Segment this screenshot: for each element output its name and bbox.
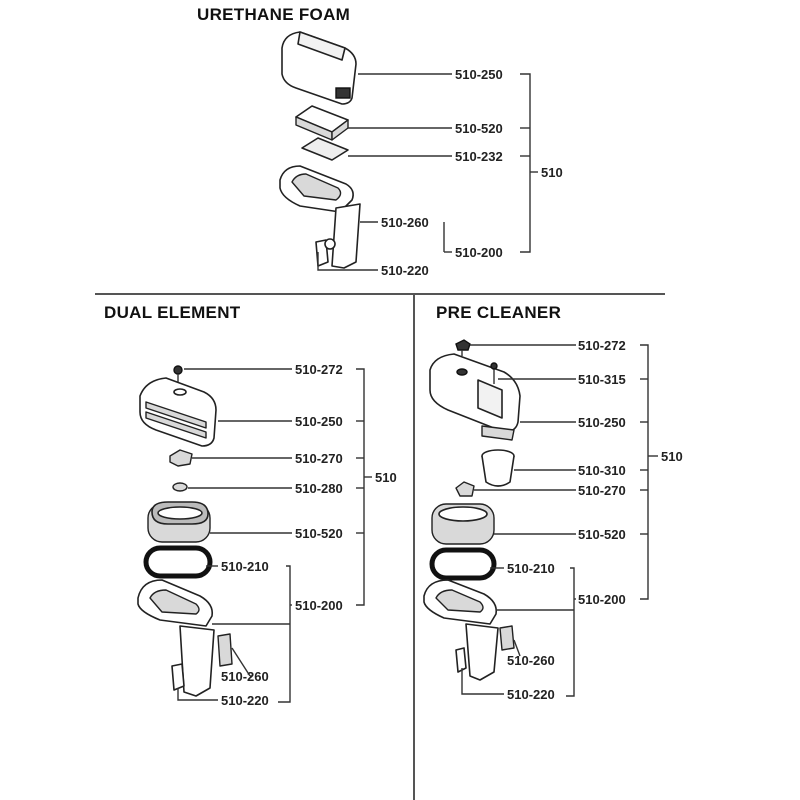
label-510-220: 510-220 — [221, 693, 269, 708]
part-seal-ring-pre — [429, 547, 497, 581]
label-510-260: 510-260 — [381, 215, 429, 230]
part-screw-pre — [455, 339, 471, 356]
part-base-dual — [137, 579, 233, 697]
label-510-200: 510-200 — [578, 592, 626, 607]
part-cover-pre — [429, 353, 521, 441]
part-paper-element-dual — [147, 501, 211, 543]
label-510-250: 510-250 — [455, 67, 503, 82]
label-510-250: 510-250 — [295, 414, 343, 429]
label-group-510: 510 — [375, 470, 397, 485]
label-510-220: 510-220 — [507, 687, 555, 702]
section-urethane-foam: URETHANE FOAM — [197, 5, 563, 278]
part-cup-pre — [481, 449, 515, 487]
section-title-urethane: URETHANE FOAM — [197, 5, 350, 24]
part-nut-pre — [455, 481, 475, 497]
label-510-220: 510-220 — [381, 263, 429, 278]
label-510-260: 510-260 — [507, 653, 555, 668]
part-base-pre — [423, 579, 515, 681]
label-510-520: 510-520 — [578, 527, 626, 542]
label-510-520: 510-520 — [295, 526, 343, 541]
section-title-dual: DUAL ELEMENT — [104, 303, 241, 322]
section-pre-cleaner: PRE CLEANER — [423, 303, 683, 702]
label-510-272: 510-272 — [578, 338, 626, 353]
label-510-210: 510-210 — [221, 559, 269, 574]
label-510-200: 510-200 — [295, 598, 343, 613]
part-gasket — [301, 137, 349, 161]
part-foam-element — [295, 105, 349, 141]
label-510-270: 510-270 — [295, 451, 343, 466]
section-title-pre: PRE CLEANER — [436, 303, 561, 322]
label-510-210: 510-210 — [507, 561, 555, 576]
label-510-250: 510-250 — [578, 415, 626, 430]
part-paper-element-pre — [431, 503, 495, 545]
part-base-urethane — [279, 165, 361, 269]
section-dual-element: DUAL ELEMENT — [104, 303, 397, 708]
label-510-270: 510-270 — [578, 483, 626, 498]
label-510-310: 510-310 — [578, 463, 626, 478]
label-510-280: 510-280 — [295, 481, 343, 496]
label-510-200: 510-200 — [455, 245, 503, 260]
label-510-272: 510-272 — [295, 362, 343, 377]
part-nut-dual — [169, 449, 193, 467]
part-washer-dual — [172, 482, 188, 492]
label-group-510: 510 — [541, 165, 563, 180]
label-510-260: 510-260 — [221, 669, 269, 684]
part-cover-dual — [139, 377, 217, 447]
label-group-510: 510 — [661, 449, 683, 464]
part-cover-urethane — [281, 31, 357, 105]
part-seal-ring-dual — [143, 545, 213, 579]
label-510-520: 510-520 — [455, 121, 503, 136]
label-510-315: 510-315 — [578, 372, 626, 387]
label-510-232: 510-232 — [455, 149, 503, 164]
